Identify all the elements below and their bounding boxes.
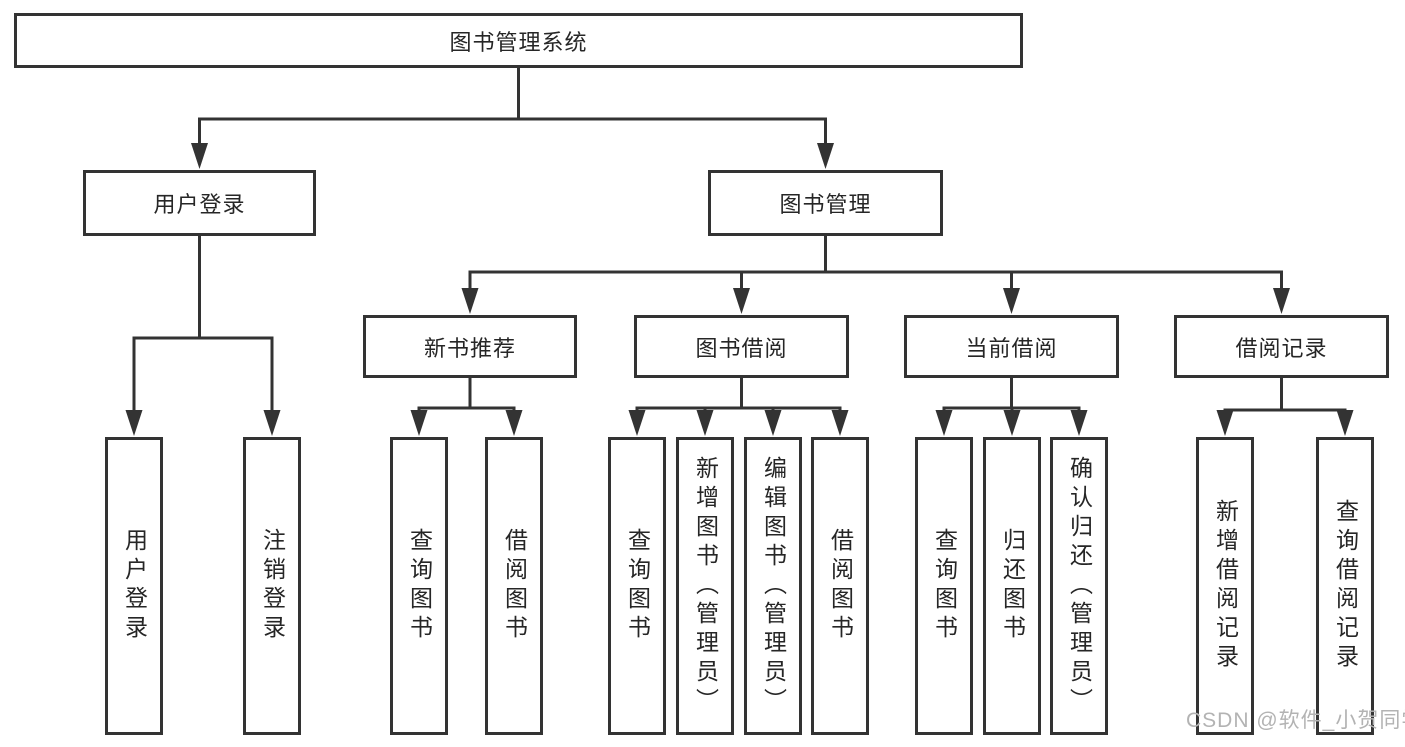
leaf-query-books-borrow: 查询图书 [608,437,666,735]
node-label: 图书管理 [779,192,872,217]
leaf-label: 归还图书 [999,528,1026,644]
leaf-edit-books-admin: 编辑图书（管理员） [744,437,802,735]
leaf-borrow-books: 借阅图书 [811,437,869,735]
node-label: 用户登录 [153,192,246,217]
node-label: 新书推荐 [423,335,516,361]
node-borrow-record: 借阅记录 [1174,315,1389,378]
leaf-label: 查询图书 [624,528,651,644]
leaf-label: 借阅图书 [501,528,528,644]
node-current-borrow: 当前借阅 [904,315,1119,378]
leaf-label: 查询借阅记录 [1332,499,1359,673]
leaf-query-books-recommend: 查询图书 [390,437,448,735]
leaf-logout: 注销登录 [243,437,301,735]
leaf-label: 用户登录 [121,528,148,644]
leaf-label: 编辑图书（管理员） [760,455,787,717]
leaf-user-login: 用户登录 [105,437,163,735]
leaf-return-books: 归还图书 [983,437,1041,735]
node-label: 借阅记录 [1235,335,1328,361]
leaf-query-books-current: 查询图书 [915,437,973,735]
leaf-label: 注销登录 [259,528,286,644]
leaf-label: 确认归还（管理员） [1066,455,1093,717]
leaf-add-books-admin: 新增图书（管理员） [676,437,734,735]
csdn-watermark: CSDN @软件_小贺同学 [1186,709,1405,732]
node-book-borrow: 图书借阅 [634,315,849,378]
node-library-management-system: 图书管理系统 [14,13,1023,68]
leaf-confirm-return-admin: 确认归还（管理员） [1050,437,1108,735]
node-label: 图书管理系统 [449,29,588,55]
node-label: 图书借阅 [695,335,788,361]
leaf-label: 新增图书（管理员） [692,455,719,717]
node-user-login: 用户登录 [83,170,316,236]
leaf-label: 借阅图书 [827,528,854,644]
leaf-label: 新增借阅记录 [1212,499,1239,673]
leaf-add-borrow-record: 新增借阅记录 [1196,437,1254,735]
leaf-label: 查询图书 [406,528,433,644]
leaf-query-borrow-record: 查询借阅记录 [1316,437,1374,735]
node-label: 当前借阅 [965,335,1058,361]
leaf-borrow-books-recommend: 借阅图书 [485,437,543,735]
leaf-label: 查询图书 [931,528,958,644]
node-new-book-recommend: 新书推荐 [363,315,577,378]
node-book-management: 图书管理 [708,170,943,236]
